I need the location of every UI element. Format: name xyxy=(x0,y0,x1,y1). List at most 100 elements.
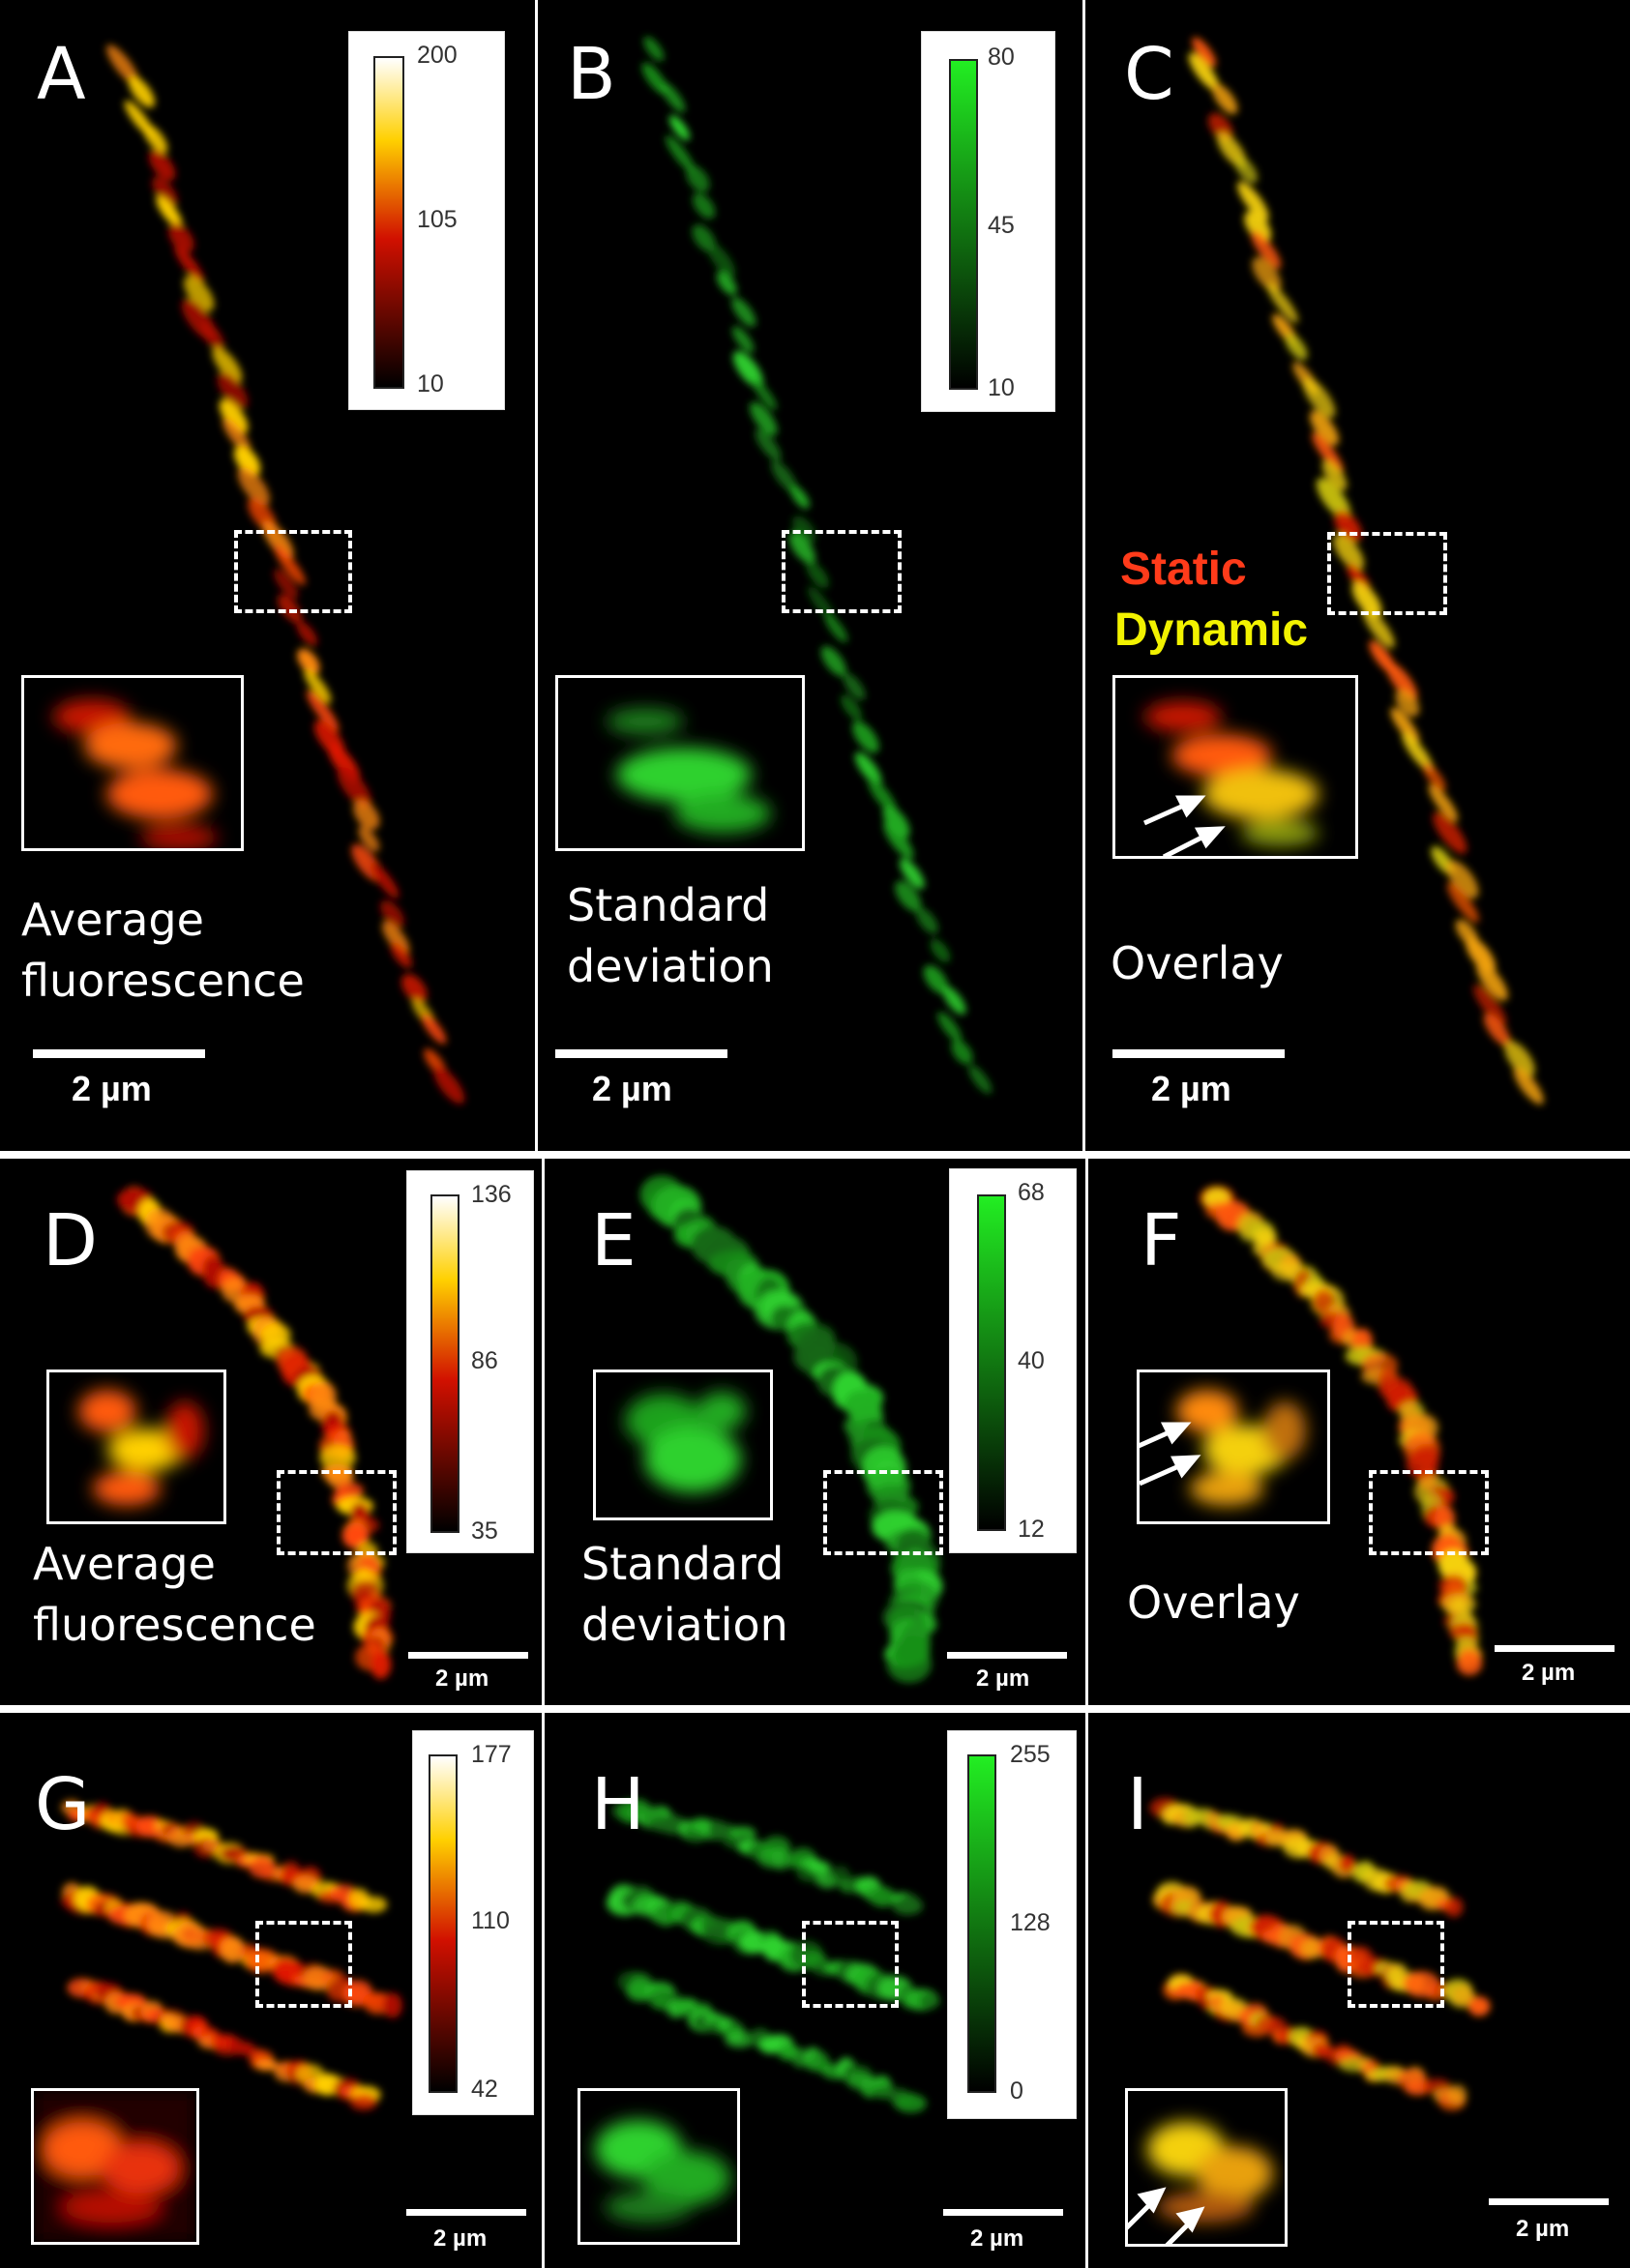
inset-zoom xyxy=(46,1370,226,1524)
roi-box xyxy=(234,530,352,613)
roi-box xyxy=(1327,532,1447,615)
colorbar-legend: 255 128 0 xyxy=(947,1730,1077,2119)
panel-d: D 136 86 35 Average fluorescence 2 µm xyxy=(0,1159,542,1705)
scale-bar xyxy=(33,1049,205,1058)
scale-bar xyxy=(555,1049,727,1058)
panel-letter: D xyxy=(43,1199,98,1282)
scale-bar xyxy=(408,1652,528,1659)
colorbar-max: 80 xyxy=(988,44,1015,71)
legend-dynamic-label: Dynamic xyxy=(1114,604,1309,656)
inset-zoom xyxy=(1112,675,1358,859)
fiber-image-h xyxy=(606,1798,940,2113)
scale-bar xyxy=(1112,1049,1285,1058)
caption-line-2: fluorescence xyxy=(21,955,305,1008)
panel-caption: Overlay xyxy=(1111,937,1284,989)
fiber-image-f xyxy=(1200,1185,1483,1676)
colorbar-legend: 177 110 42 xyxy=(412,1730,534,2115)
colorbar-hot xyxy=(373,56,404,389)
panel-letter: C xyxy=(1124,33,1174,116)
scale-bar xyxy=(1489,2198,1609,2205)
caption-line-1: Average xyxy=(33,1538,216,1590)
colorbar-mid: 40 xyxy=(1018,1347,1045,1374)
scale-bar-label: 2 µm xyxy=(1522,1660,1576,1686)
fiber-image-e xyxy=(639,1175,943,1684)
colorbar-green xyxy=(977,1194,1006,1531)
colorbar-hot xyxy=(429,1754,458,2093)
colorbar-max: 200 xyxy=(417,42,458,69)
colorbar-mid: 110 xyxy=(471,1907,510,1934)
panel-h: H 255 128 0 2 µm xyxy=(545,1713,1085,2268)
inset-zoom xyxy=(21,675,244,851)
scale-bar xyxy=(943,2209,1063,2216)
scale-bar-label: 2 µm xyxy=(592,1069,672,1108)
colorbar-max: 177 xyxy=(471,1741,512,1768)
colorbar-min: 42 xyxy=(471,2076,498,2103)
panel-letter: F xyxy=(1141,1199,1182,1282)
panel-caption: Average fluorescence xyxy=(33,1534,316,1657)
roi-box xyxy=(802,1921,899,2008)
roi-box xyxy=(1348,1921,1444,2008)
panel-letter: E xyxy=(591,1199,637,1282)
inset-zoom xyxy=(593,1370,773,1520)
colorbar-min: 10 xyxy=(988,374,1015,401)
panel-caption: Standard deviation xyxy=(581,1534,788,1657)
roi-box xyxy=(782,530,902,613)
fiber-image-c xyxy=(1188,37,1544,1105)
panel-letter: H xyxy=(591,1763,645,1846)
panel-letter: I xyxy=(1127,1763,1148,1846)
caption-line-1: Standard xyxy=(567,879,770,931)
roi-box xyxy=(1369,1470,1489,1555)
caption-line-2: deviation xyxy=(567,940,774,993)
panel-i: I 2 µm xyxy=(1088,1713,1630,2268)
colorbar-min: 35 xyxy=(471,1517,498,1545)
colorbar-mid: 105 xyxy=(417,206,458,233)
panel-b: B 80 45 10 Standard deviation 2 µm xyxy=(538,0,1082,1151)
scale-bar-label: 2 µm xyxy=(976,1665,1030,1692)
colorbar-max: 255 xyxy=(1010,1741,1051,1768)
caption-line-2: fluorescence xyxy=(33,1599,316,1652)
colorbar-min: 0 xyxy=(1010,2077,1023,2105)
roi-box xyxy=(255,1921,352,2008)
colorbar-legend: 68 40 12 xyxy=(949,1168,1077,1553)
colorbar-legend: 80 45 10 xyxy=(921,31,1055,412)
panel-letter: A xyxy=(37,33,86,116)
arrow-icon xyxy=(1128,2187,1205,2244)
panel-caption: Standard deviation xyxy=(567,875,774,998)
roi-box xyxy=(823,1470,943,1555)
colorbar-green xyxy=(949,59,978,390)
scale-bar-label: 2 µm xyxy=(435,1665,489,1692)
colorbar-legend: 136 86 35 xyxy=(406,1170,534,1553)
fiber-image-d xyxy=(116,1186,394,1680)
scale-bar xyxy=(406,2209,526,2216)
inset-zoom xyxy=(1125,2088,1288,2247)
scale-bar-label: 2 µm xyxy=(433,2225,488,2252)
panel-caption: Overlay xyxy=(1127,1576,1300,1629)
scale-bar xyxy=(947,1652,1067,1659)
inset-zoom xyxy=(578,2088,740,2245)
panel-e: E 68 40 12 Standard deviation 2 µm xyxy=(545,1159,1085,1705)
panel-c: C Static Dynamic Overlay 2 µm xyxy=(1085,0,1630,1151)
colorbar-min: 12 xyxy=(1018,1516,1045,1543)
colorbar-mid: 86 xyxy=(471,1347,498,1374)
inset-zoom xyxy=(555,675,805,851)
colorbar-green xyxy=(967,1754,996,2093)
colorbar-mid: 128 xyxy=(1010,1909,1051,1936)
fiber-image-a xyxy=(106,44,465,1105)
colorbar-min: 10 xyxy=(417,370,444,398)
panel-g: G 177 110 42 2 µm xyxy=(0,1713,542,2268)
legend-static-label: Static xyxy=(1120,544,1247,595)
inset-zoom xyxy=(31,2088,199,2245)
colorbar-mid: 45 xyxy=(988,212,1015,239)
arrow-icon xyxy=(1140,1422,1201,1487)
figure-row-2: D 136 86 35 Average fluorescence 2 µm E xyxy=(0,1159,1630,1705)
caption-line-1: Standard xyxy=(581,1538,785,1590)
roi-box xyxy=(277,1470,397,1555)
figure-row-1: A 200 105 10 Average fluorescence 2 µm xyxy=(0,0,1630,1151)
colorbar-hot xyxy=(430,1194,459,1533)
scale-bar-label: 2 µm xyxy=(72,1069,152,1108)
panel-letter: G xyxy=(35,1763,91,1846)
fiber-image-i xyxy=(1149,1797,1491,2111)
caption-line-2: deviation xyxy=(581,1599,788,1652)
scale-bar-label: 2 µm xyxy=(1516,2216,1570,2242)
scale-bar xyxy=(1495,1645,1615,1652)
